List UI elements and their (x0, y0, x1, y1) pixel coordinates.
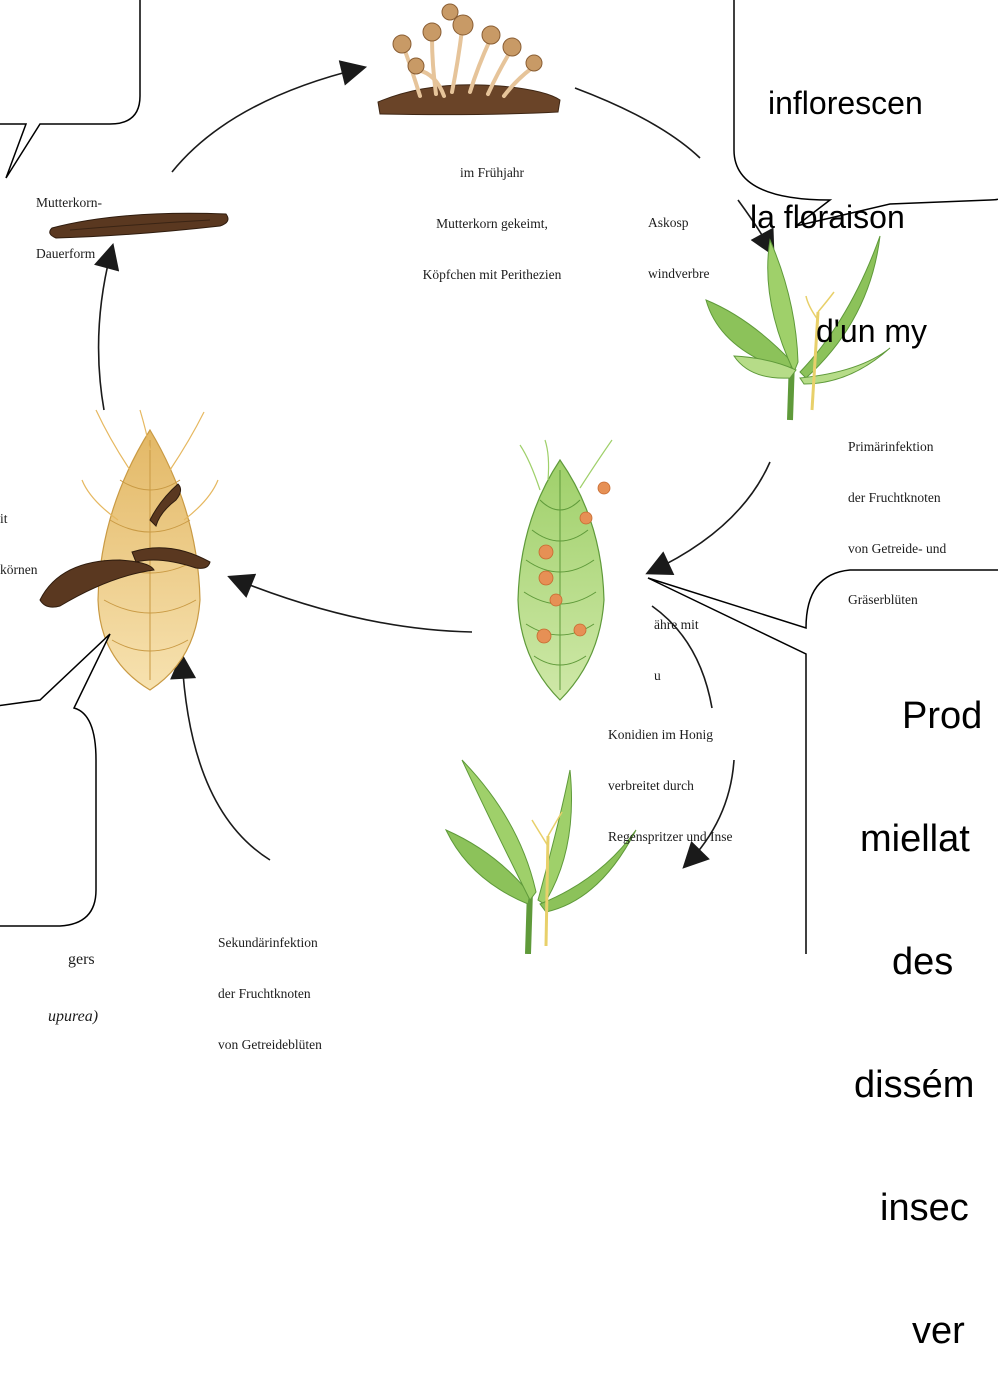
label-line: körnen (0, 561, 38, 578)
label-line: Mutterkorn gekeimt, (372, 215, 612, 232)
bubble-line: miellat (812, 819, 998, 860)
arrow-spike-to-mature (232, 578, 472, 632)
label-line: Konidien im Honig (608, 726, 732, 743)
label-line: der Fruchtknoten (848, 489, 946, 506)
infected-green-spike-illustration (518, 440, 612, 700)
bubble-line: d'un my (736, 312, 998, 350)
label-line: u (654, 667, 699, 684)
label-spring-germination: im Frühjahr Mutterkorn gekeimt, Köpfchen… (372, 130, 612, 300)
label-line: verbreitet durch (608, 777, 732, 794)
bubble-line: ver (812, 1311, 998, 1352)
germinated-sclerotium-illustration (378, 4, 560, 115)
arrow-secondary-to-mature (182, 658, 270, 860)
label-line: Mutterkorn- (36, 194, 102, 211)
bubble-bottom-right-text: Prod miellat des dissém insec ver (812, 614, 998, 1393)
label-line: von Getreide- und (848, 540, 946, 557)
bubble-top-right-text: inflorescen la floraison d'un my (736, 8, 998, 388)
label-line: Sekundärinfektion (218, 934, 322, 951)
label-line: upurea) (48, 1007, 98, 1026)
arrow-primary-to-spike (650, 462, 770, 572)
label-ascospores: Askosp windverbre (648, 180, 709, 299)
label-line: der Fruchtknoten (218, 985, 322, 1002)
label-line: Askosp (648, 214, 709, 231)
label-spike-with-ergots: it körnen (0, 476, 38, 595)
bubble-line: dissém (812, 1065, 998, 1106)
label-line: von Getreideblüten (218, 1036, 322, 1053)
label-line: Gräserblüten (848, 591, 946, 608)
label-sclerotium: Mutterkorn- Dauerform (36, 160, 102, 279)
bubble-line: insec (812, 1188, 998, 1229)
label-spike-honeydew: ähre mit u (654, 582, 699, 701)
bubble-line: Prod (812, 696, 998, 737)
label-secondary-infection: Sekundärinfektion der Fruchtknoten von G… (218, 900, 322, 1070)
bubble-line: des (812, 942, 998, 983)
label-conidia: Konidien im Honig verbreitet durch Regen… (608, 692, 732, 862)
label-line: it (0, 510, 38, 527)
bubble-line: la floraison (736, 198, 998, 236)
label-primary-infection: Primärinfektion der Fruchtknoten von Get… (848, 404, 946, 625)
label-line: Primärinfektion (848, 438, 946, 455)
label-line: gers (48, 950, 98, 969)
bubble-line: inflorescen (736, 84, 998, 122)
bubble-top-left (0, 0, 140, 178)
label-line: Regenspritzer und Inse (608, 828, 732, 845)
mature-spike-with-ergots-illustration (40, 410, 218, 690)
label-line: Dauerform (36, 245, 102, 262)
label-line: windverbre (648, 265, 709, 282)
label-line: im Frühjahr (372, 164, 612, 181)
label-line: ähre mit (654, 616, 699, 633)
arrow-sclerotium-to-spring (172, 68, 362, 172)
label-line: Köpfchen mit Perithezien (372, 266, 612, 283)
bubble-bottom-left (0, 634, 110, 926)
label-bottom-left-caption: gers upurea) (48, 912, 98, 1045)
